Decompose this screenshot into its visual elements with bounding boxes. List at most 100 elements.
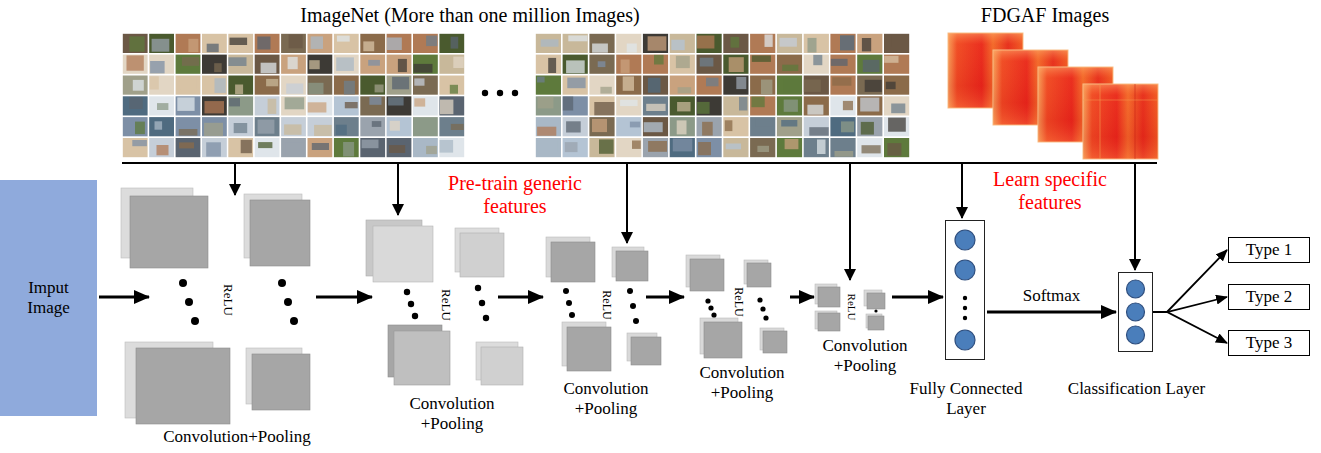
image-detail: [677, 102, 690, 111]
image-thumbnail: [387, 96, 412, 115]
image-detail: [150, 61, 165, 73]
image-detail: [702, 122, 713, 136]
image-thumbnail: [281, 76, 306, 95]
image-detail: [538, 97, 554, 109]
image-detail: [336, 125, 347, 135]
image-thumbnail: [413, 55, 438, 74]
fdgaf-images: [1083, 84, 1158, 159]
image-thumbnail: [884, 76, 909, 95]
image-detail: [843, 101, 853, 110]
image-detail: [891, 104, 905, 114]
image-detail: [241, 140, 252, 153]
image-detail: [861, 122, 874, 135]
image-thumbnail: [228, 117, 253, 136]
image-thumbnail: [670, 138, 695, 157]
image-thumbnail: [413, 138, 438, 157]
image-detail: [234, 123, 248, 133]
feature-maps: [551, 242, 595, 282]
image-thumbnail: [750, 76, 775, 95]
image-detail: [566, 121, 581, 132]
feature-maps: [631, 337, 661, 365]
image-thumbnail: [777, 76, 802, 95]
image-detail: [632, 141, 641, 149]
image-thumbnail: [360, 76, 385, 95]
feature-maps: [290, 317, 298, 325]
image-detail: [284, 124, 301, 134]
image-detail: [308, 102, 327, 112]
image-detail: [862, 145, 881, 153]
image-detail: [654, 55, 664, 65]
feature-maps: [818, 287, 840, 307]
image-thumbnail: [255, 76, 280, 95]
neuron: [1126, 303, 1144, 321]
image-thumbnail: [281, 117, 306, 136]
image-thumbnail: [334, 55, 359, 74]
image-thumbnail: [697, 138, 722, 157]
feature-maps: [760, 306, 765, 311]
image-detail: [206, 142, 221, 156]
image-detail: [568, 35, 587, 41]
image-detail: [739, 97, 747, 111]
image-thumbnail: [360, 55, 385, 74]
feature-maps: [705, 298, 710, 303]
feature-maps: [567, 327, 611, 371]
image-detail: [832, 77, 851, 86]
image-thumbnail: [176, 117, 201, 136]
image-detail: [809, 127, 828, 136]
image-thumbnail: [149, 55, 174, 74]
image-detail: [345, 102, 358, 108]
image-thumbnail: [536, 138, 561, 157]
image-thumbnail: [439, 55, 464, 74]
image-detail: [700, 58, 714, 67]
image-thumbnail: [670, 76, 695, 95]
flow-arrows: [498, 296, 543, 299]
image-thumbnail: [176, 138, 201, 157]
image-thumbnail: [616, 117, 641, 136]
image-thumbnail: [360, 138, 385, 157]
image-detail: [862, 38, 871, 51]
fdgaf-images: [1100, 84, 1101, 159]
image-thumbnail: [176, 55, 201, 74]
image-thumbnail: [589, 117, 614, 136]
image-detail: [133, 80, 144, 91]
image-detail: [840, 35, 854, 50]
image-detail: [214, 63, 222, 72]
feature-transfer-arrows: [849, 163, 851, 280]
image-thumbnail: [123, 76, 148, 95]
feature-maps: [569, 312, 575, 318]
image-thumbnail: [884, 117, 909, 136]
feature-maps: [704, 322, 742, 358]
image-thumbnail: [670, 34, 695, 53]
image-thumbnail: [884, 34, 909, 53]
image-detail: [677, 120, 687, 134]
image-detail: [863, 60, 880, 72]
flow-arrows: [892, 296, 943, 299]
neuron: [955, 230, 975, 250]
image-detail: [884, 56, 898, 63]
image-thumbnail: [439, 117, 464, 136]
image-detail: [388, 97, 404, 105]
feature-maps: [479, 300, 485, 306]
image-thumbnail: [228, 96, 253, 115]
image-thumbnail: [536, 76, 561, 95]
image-detail: [363, 41, 374, 51]
image-thumbnail: [149, 96, 174, 115]
image-detail: [831, 59, 848, 66]
image-thumbnail: [884, 138, 909, 157]
image-thumbnail: [387, 76, 412, 95]
image-thumbnail: [723, 117, 748, 136]
image-thumbnail: [723, 55, 748, 74]
image-thumbnail: [830, 138, 855, 157]
image-detail: [258, 142, 272, 148]
ellipsis-dots: [497, 90, 503, 96]
image-detail: [285, 97, 305, 109]
image-thumbnail: [228, 55, 253, 74]
image-detail: [343, 142, 354, 157]
image-thumbnail: [387, 117, 412, 136]
image-detail: [426, 146, 437, 154]
image-thumbnail: [387, 138, 412, 157]
feature-maps: [874, 309, 877, 312]
image-detail: [337, 36, 350, 42]
image-detail: [731, 37, 740, 48]
image-thumbnail: [750, 55, 775, 74]
